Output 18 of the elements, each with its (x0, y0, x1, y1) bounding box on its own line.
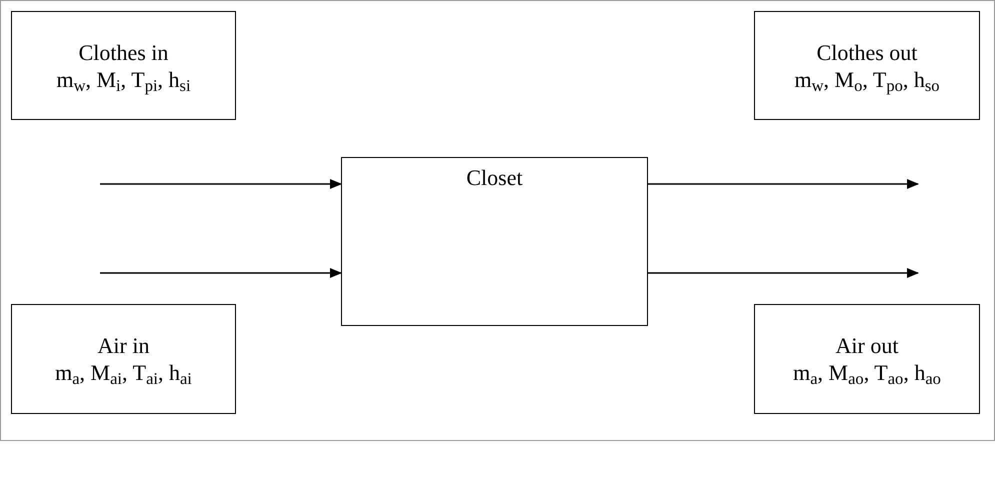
process-box (754, 304, 980, 414)
box-title: Air in (98, 332, 150, 359)
variable-list: m$_{w}$, M$_{o}$, T$_{po}$, h$_{so}$ (794, 66, 940, 92)
process-box (754, 11, 980, 120)
process-box (341, 157, 648, 326)
box-title: Air out (836, 332, 898, 359)
arrow (100, 179, 342, 189)
process-box (11, 11, 236, 120)
variable-list: m$_{a}$, M$_{ao}$, T$_{ao}$, h$_{ao}$ (793, 359, 941, 386)
arrow (648, 268, 919, 278)
box-title: Closet (466, 164, 523, 191)
process-box (11, 304, 236, 414)
box-title: Clothes in (78, 38, 168, 66)
box-title: Clothes out (816, 38, 918, 66)
arrow (100, 268, 342, 278)
variable-list: m$_{w}$, M$_{i}$, T$_{pi}$, h$_{si}$ (56, 66, 191, 92)
variable-list: m$_{a}$, M$_{ai}$, T$_{ai}$, h$_{ai}$ (55, 359, 192, 386)
arrow (648, 179, 919, 189)
